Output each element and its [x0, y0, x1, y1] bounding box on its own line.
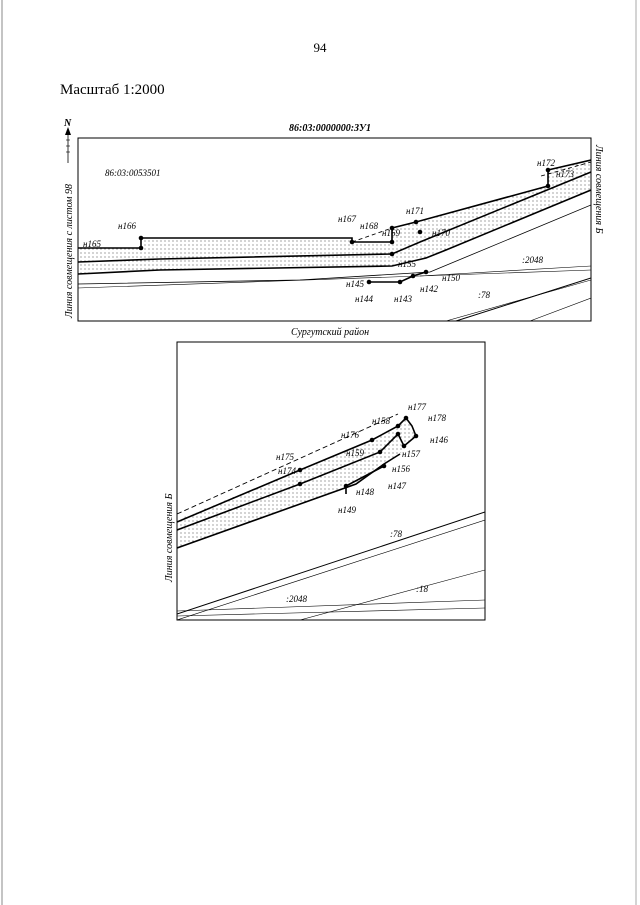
north-arrow-icon — [65, 127, 71, 163]
parcel-zu1-area — [177, 418, 416, 548]
point-label: н172 — [537, 158, 555, 168]
point-label: н168 — [360, 221, 378, 231]
point-label: н170 — [432, 228, 450, 238]
map2-frame — [176, 341, 486, 621]
map1: 86:03:0000000:ЗУ1 N — [63, 118, 604, 338]
district-label: Сургутский район — [291, 327, 369, 338]
parcel-78-boundary — [455, 277, 591, 321]
left-side-label: Линия совмещения с листом 98 — [64, 184, 75, 319]
parcel-label: :18 — [416, 584, 428, 594]
dashed-boundary — [177, 413, 399, 515]
north-label: N — [63, 118, 72, 129]
point-label: н167 — [338, 214, 356, 224]
point-label: н176 — [341, 430, 359, 440]
scale-label: Масштаб 1:2000 — [60, 82, 165, 98]
point-label: н156 — [392, 464, 410, 474]
point-label: н171 — [406, 206, 424, 216]
boundary-points — [138, 167, 551, 285]
dashed-boundary-right — [540, 161, 591, 177]
point-label: н143 — [394, 294, 412, 304]
point-label: н149 — [338, 505, 356, 515]
point-label: н148 — [356, 487, 374, 497]
point-label: н174 — [278, 466, 296, 476]
parcel-label: :78 — [390, 529, 402, 539]
parcel-label: :2048 — [286, 594, 307, 604]
parcel-78-boundary — [177, 511, 485, 615]
page-number: 94 — [313, 40, 327, 55]
road-edge-line — [78, 204, 591, 285]
point-label: н177 — [408, 402, 426, 412]
point-label: н173 — [556, 169, 574, 179]
parcel-2048-boundary — [78, 269, 591, 289]
point-label: н157 — [402, 449, 420, 459]
map1-title: 86:03:0000000:ЗУ1 — [289, 123, 371, 134]
subparcel-boundary — [369, 271, 427, 283]
point-label: н150 — [442, 273, 460, 283]
parcel-lower-boundary — [78, 189, 591, 275]
point-label: н142 — [420, 284, 438, 294]
point-label: н144 — [355, 294, 373, 304]
point-label: н145 — [346, 279, 364, 289]
quarter-label: 86:03:0053501 — [105, 168, 161, 178]
parcel-2048-boundary — [177, 599, 485, 612]
point-label: н155 — [398, 259, 416, 269]
map1-frame — [77, 137, 592, 322]
point-label: н158 — [372, 416, 390, 426]
point-label: н166 — [118, 221, 136, 231]
point-label: н178 — [428, 413, 446, 423]
point-label: н169 — [382, 228, 400, 238]
point-label: н146 — [430, 435, 448, 445]
point-label: н147 — [388, 481, 406, 491]
map2: н175 н174 н176 н158 н159 н177 н178 н146 … — [164, 341, 486, 621]
point-label: н159 — [346, 448, 364, 458]
parcel-zu1-area — [78, 160, 591, 274]
point-label: н175 — [276, 452, 294, 462]
dashed-boundary — [351, 227, 393, 243]
boundary-points — [297, 415, 419, 489]
right-side-label: Линия совмещения Б — [593, 144, 604, 234]
parcel-label: :78 — [478, 290, 490, 300]
parcel-18-boundary — [299, 569, 485, 620]
left-side-label: Линия совмещения Б — [164, 493, 175, 583]
parcel-label: :2048 — [522, 255, 543, 265]
point-label: н165 — [83, 239, 101, 249]
